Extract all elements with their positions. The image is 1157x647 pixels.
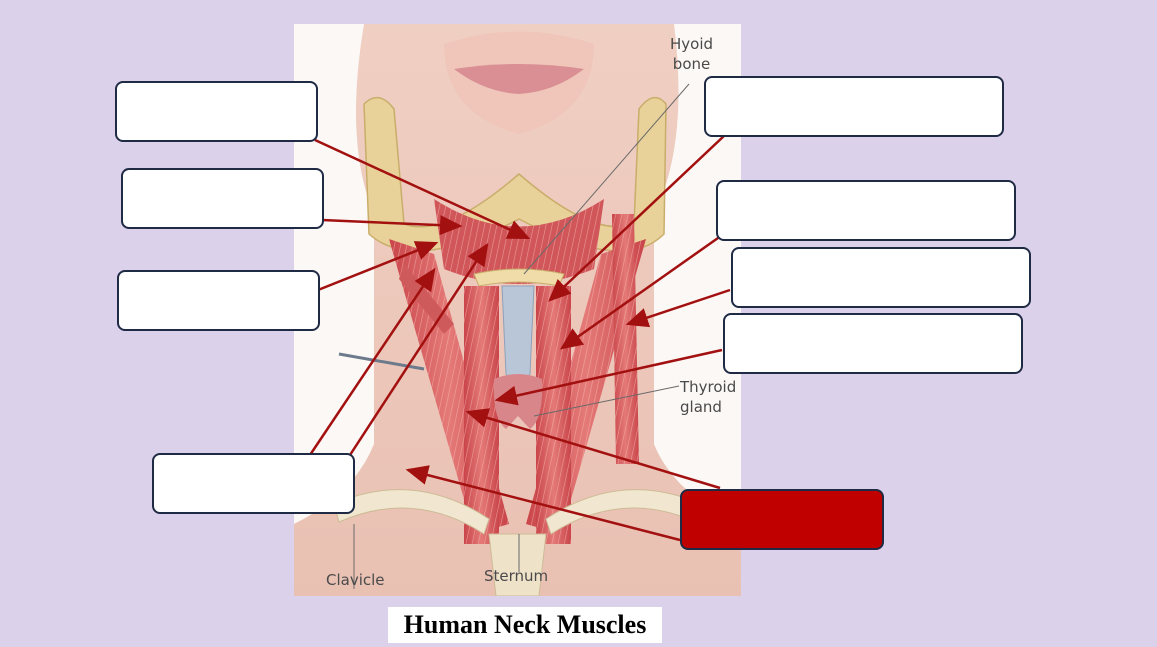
- label-box-2[interactable]: [121, 168, 324, 229]
- label-box-7[interactable]: [731, 247, 1031, 308]
- label-box-3[interactable]: [117, 270, 320, 331]
- lips: [454, 64, 584, 94]
- thyroid-gland-label: Thyroid gland: [680, 377, 736, 417]
- hyoid-label-line-2: bone: [672, 55, 711, 73]
- label-box-5[interactable]: [704, 76, 1004, 137]
- clavicle-label: Clavicle: [326, 571, 385, 589]
- thyroid-label-line-2: gland: [680, 398, 722, 416]
- label-box-9-highlighted[interactable]: [680, 489, 884, 550]
- label-box-8[interactable]: [723, 313, 1023, 374]
- sternum-label: Sternum: [484, 567, 549, 585]
- diagram-caption: Human Neck Muscles: [388, 607, 662, 643]
- hyoid-label-line-1: Hyoid: [670, 35, 714, 53]
- thyroid-cartilage: [501, 285, 535, 382]
- label-box-6[interactable]: [716, 180, 1016, 241]
- label-box-4[interactable]: [152, 453, 355, 514]
- thyroid-label-line-1: Thyroid: [680, 378, 737, 396]
- neck-anatomy-illustration: Hyoid bone Thyroid gland Clavicle Sternu…: [294, 24, 741, 596]
- label-box-1[interactable]: [115, 81, 318, 142]
- sternum: [488, 533, 547, 596]
- hyoid-bone-label: Hyoid bone: [670, 34, 713, 74]
- neck-muscles-drawing: [294, 24, 741, 596]
